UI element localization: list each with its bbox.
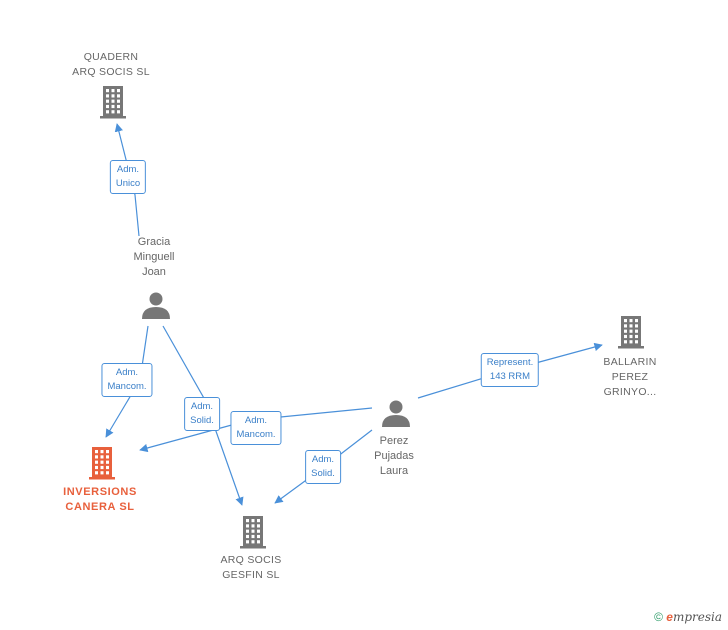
edge-label-line: Represent. <box>486 357 534 368</box>
node-label-line: GRINYO... <box>603 386 657 398</box>
node-label-inversions[interactable]: INVERSIONS CANERA SL <box>63 485 137 515</box>
footer-brand: © empresia <box>654 610 722 624</box>
edge-label-line: Adm. <box>116 164 140 175</box>
brand-logo-e: e <box>666 610 673 624</box>
edge-label-line: Solid. <box>311 468 335 479</box>
building-icon <box>100 86 126 119</box>
edge-label-perez-to-ballarin[interactable]: Represent. 143 RRM <box>480 353 540 387</box>
edge-label-line: Mancom. <box>236 429 276 440</box>
node-label-line: QUADERN <box>83 51 139 63</box>
building-icon <box>618 316 644 349</box>
node-label-line: Perez <box>379 435 409 447</box>
node-label-line: Gracia <box>137 236 171 248</box>
edge-label-perez-to-arqsocis[interactable]: Adm. Solid. <box>305 450 341 484</box>
person-icon <box>142 292 170 319</box>
edge-label-perez-to-inversions[interactable]: Adm. Mancom. <box>230 411 282 445</box>
copyright-symbol: © <box>654 610 663 624</box>
node-label-line: ARQ SOCIS SL <box>72 66 150 78</box>
edge-label-line: Mancom. <box>107 381 147 392</box>
node-label-line: PEREZ <box>611 371 649 383</box>
edge-label-line: Adm. <box>311 454 335 465</box>
node-label-line: BALLARIN <box>603 356 657 368</box>
edge-label-line: Unico <box>115 178 141 189</box>
edge-label-line: Adm. <box>115 367 139 378</box>
person-icon <box>382 400 410 427</box>
node-label-arqsocis[interactable]: ARQ SOCIS GESFIN SL <box>220 553 281 583</box>
edge-label-line: Adm. <box>190 401 214 412</box>
node-label-line: Pujadas <box>374 450 414 462</box>
edge-label-line: 143 RRM <box>489 371 531 382</box>
edge-label-gracia-to-quadern[interactable]: Adm. Unico <box>109 160 147 194</box>
edge-label-line: Solid. <box>190 415 214 426</box>
node-label-line: ARQ SOCIS <box>220 554 282 566</box>
node-label-ballarin[interactable]: BALLARIN PEREZ GRINYO... <box>603 355 656 400</box>
edge-gracia-to-quadern <box>114 123 140 237</box>
node-label-quadern[interactable]: QUADERN ARQ SOCIS SL <box>72 50 150 80</box>
node-label-line: Minguell <box>133 251 175 263</box>
node-label-line: CANERA SL <box>65 501 135 513</box>
node-label-line: INVERSIONS <box>63 486 137 498</box>
edge-label-gracia-to-arqsocis[interactable]: Adm. Solid. <box>184 397 220 431</box>
node-label-line: Joan <box>142 266 166 278</box>
node-label-line: Laura <box>379 465 409 477</box>
building-icon <box>89 447 115 480</box>
edge-label-line: Adm. <box>244 415 268 426</box>
brand-logo-text: mpresia <box>672 610 722 624</box>
node-label-line: GESFIN SL <box>222 569 280 581</box>
building-icon <box>240 516 266 549</box>
edge-label-gracia-to-inversions[interactable]: Adm. Mancom. <box>101 363 153 397</box>
